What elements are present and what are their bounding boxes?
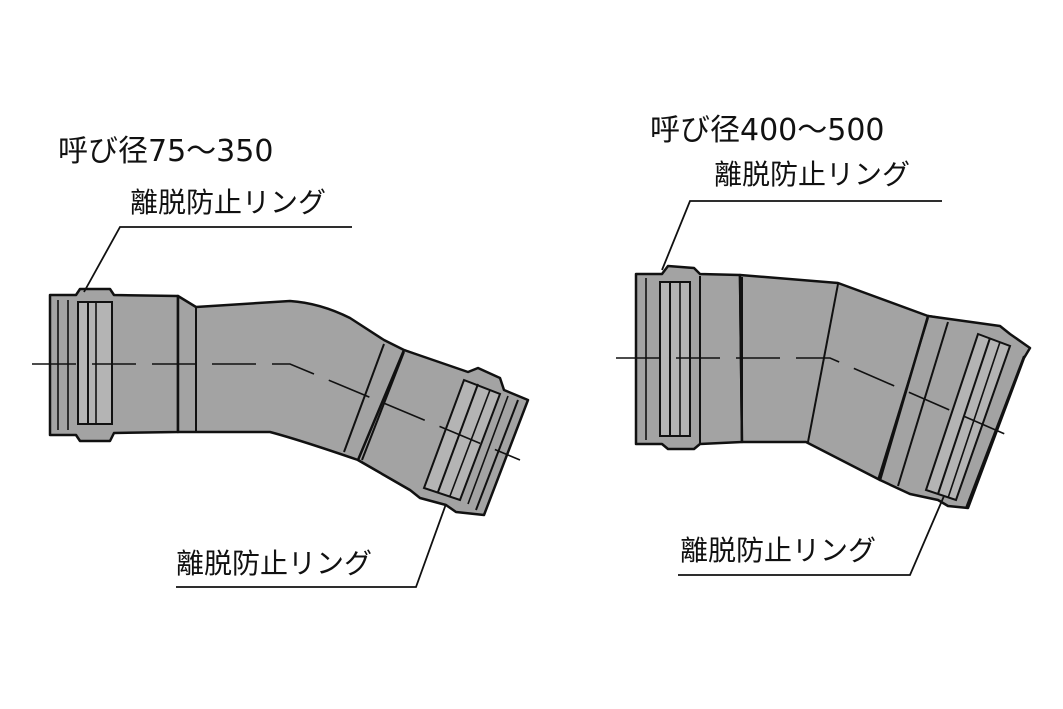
left-lower-leader xyxy=(176,503,447,588)
right-bend-fitting xyxy=(616,264,1032,510)
left-fitting-left-socket xyxy=(48,287,180,443)
right-fitting-centerline xyxy=(616,357,1015,439)
left-fitting-lower-ring xyxy=(422,378,502,502)
right-lower-ring-label: 離脱防止リング xyxy=(680,534,876,567)
right-upper-ring-label: 離脱防止リング xyxy=(714,158,910,191)
left-upper-ring-label: 離脱防止リング xyxy=(130,186,326,219)
left-upper-leader xyxy=(83,226,352,293)
left-size-label: 呼び径75～350 xyxy=(58,134,273,169)
left-bend-fitting xyxy=(32,287,530,517)
right-size-label: 呼び径400～500 xyxy=(650,113,885,148)
right-fitting-upper-ring xyxy=(659,281,691,437)
left-fitting-upper-ring xyxy=(77,301,113,425)
left-fitting-centerline xyxy=(32,363,521,461)
left-lower-ring-label: 離脱防止リング xyxy=(176,547,372,580)
right-upper-leader xyxy=(661,200,942,271)
right-lower-leader xyxy=(678,495,945,576)
